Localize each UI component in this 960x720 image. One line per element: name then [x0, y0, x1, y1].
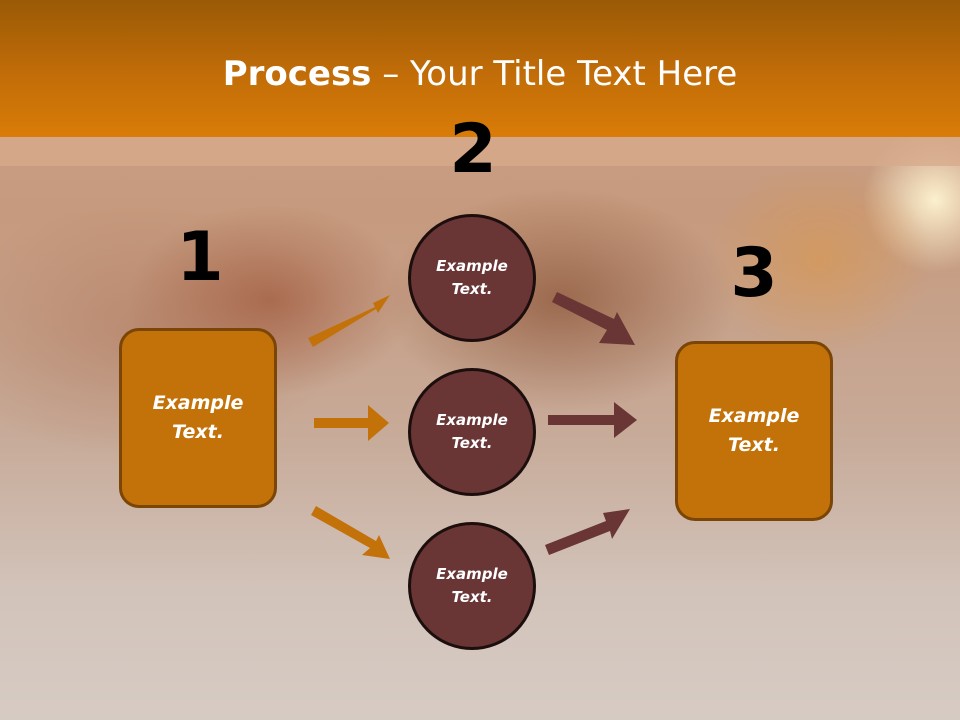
step-number-2: 2 [449, 110, 497, 189]
left-step-box: Example Text. [119, 328, 277, 508]
arrow-up-right-right [545, 509, 630, 555]
arrow-up-right-left [308, 295, 390, 347]
right-step-box-text: Example Text. [708, 405, 800, 456]
circle-middle: Example Text. [408, 368, 536, 496]
arrow-down-right-left [311, 506, 390, 559]
title-band [0, 0, 960, 137]
slide-title: Process – Your Title Text Here [0, 52, 960, 96]
title-band-shadow [0, 137, 960, 166]
circle-middle-text: Example Text. [436, 411, 508, 452]
circle-top-text: Example Text. [436, 257, 508, 298]
right-step-box: Example Text. [675, 341, 833, 521]
slide-title-bold: Process [222, 54, 372, 94]
arrow-right-left [314, 405, 389, 441]
step-number-1: 1 [176, 218, 224, 297]
circle-top: Example Text. [408, 214, 536, 342]
step-number-3: 3 [730, 234, 778, 313]
arrow-down-right-right [552, 292, 635, 345]
circle-bottom: Example Text. [408, 522, 536, 650]
left-step-box-text: Example Text. [152, 392, 244, 443]
circle-bottom-text: Example Text. [436, 565, 508, 606]
arrow-right-right [548, 402, 637, 438]
slide-title-rest: – Your Title Text Here [371, 54, 738, 94]
